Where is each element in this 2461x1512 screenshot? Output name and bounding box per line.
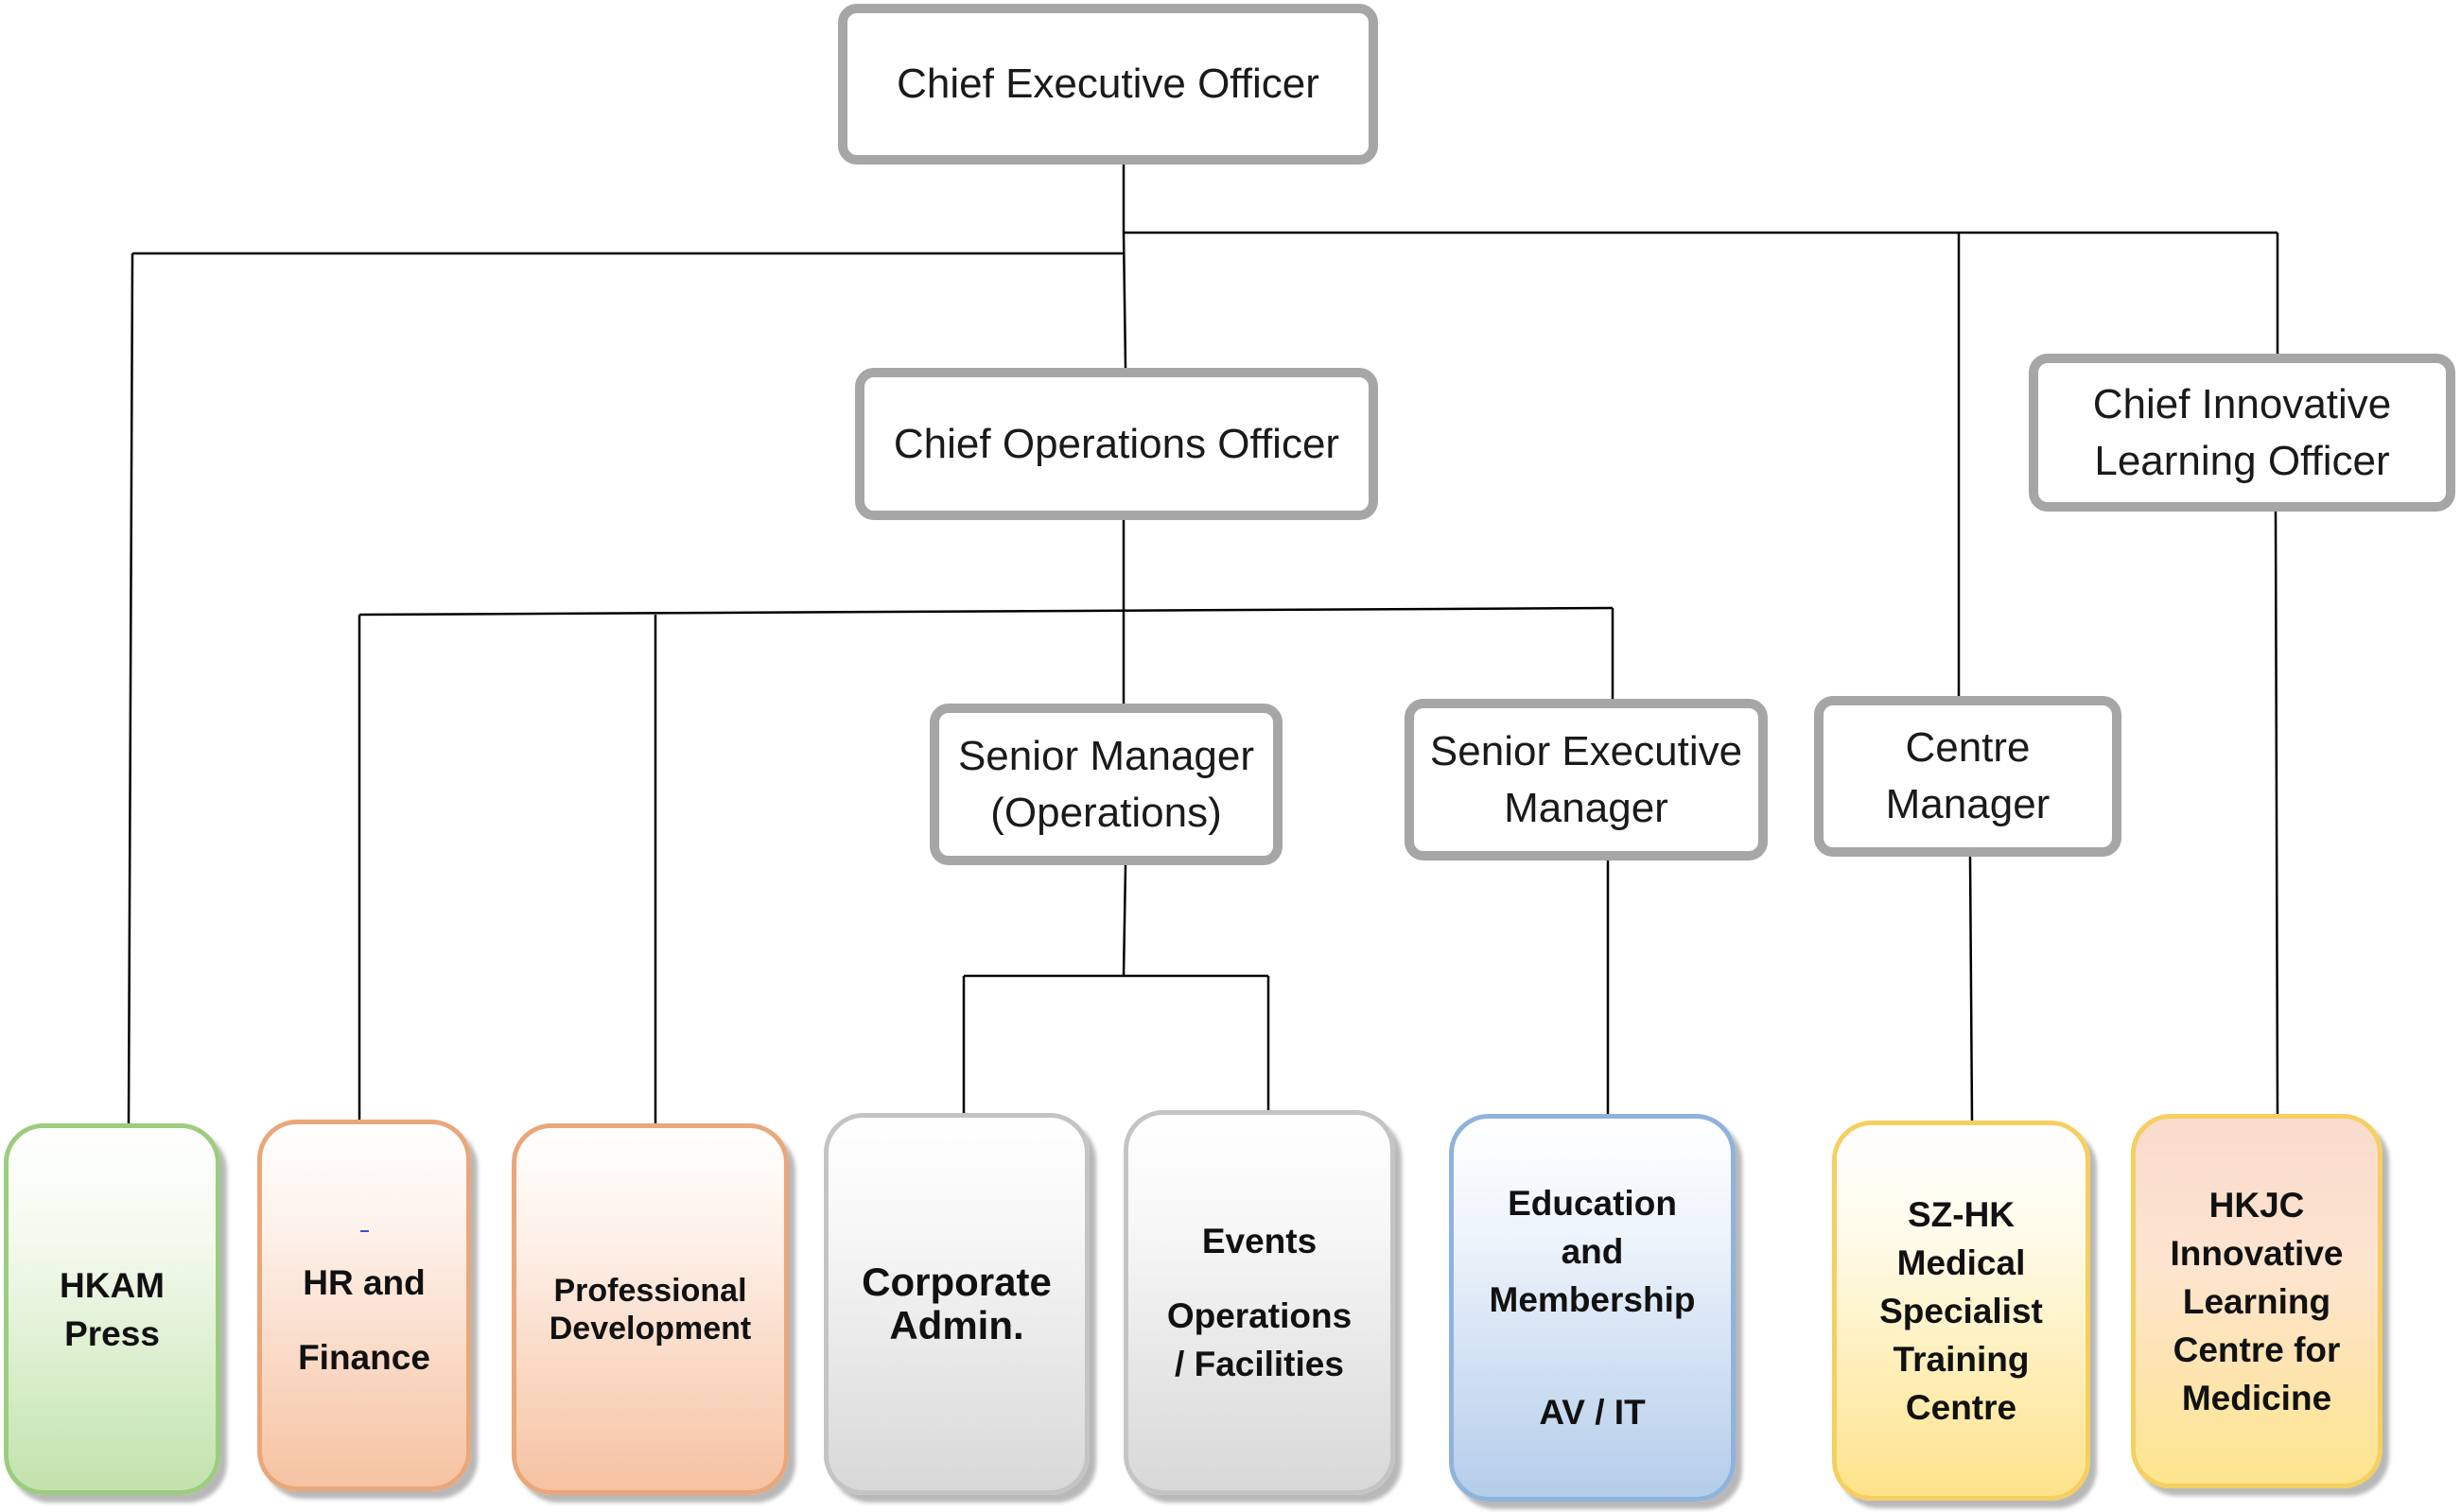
sm-ops-line-2: (Operations) — [990, 789, 1222, 836]
connector-centre-down — [1968, 856, 1974, 1121]
connector-hkam-drop — [127, 252, 134, 1124]
hkam-press-line-1: HKAM — [60, 1265, 165, 1305]
senior-manager-operations-box: Senior Manager (Operations) — [930, 704, 1283, 865]
centre-mgr-line-2: Manager — [1885, 781, 2051, 827]
szhk-line-5: Centre — [1905, 1387, 2017, 1427]
hr-finance-line-2: Finance — [298, 1337, 430, 1377]
education-line-2: and — [1561, 1232, 1624, 1271]
education-line-3: Membership — [1489, 1280, 1696, 1319]
unit-hkam-press: HKAM Press — [4, 1123, 220, 1495]
unit-professional-development: Professional Development — [512, 1123, 789, 1495]
connector-smops-down — [1122, 864, 1127, 977]
hkam-press-line-2: Press — [64, 1313, 160, 1353]
ceo-line-1: Chief Executive Officer — [897, 61, 1319, 107]
centre-manager-box: Centre Manager — [1814, 696, 2121, 857]
hkjc-line-5: Medicine — [2181, 1378, 2332, 1417]
hr-finance-line-1: HR and — [303, 1262, 426, 1302]
connector-trunk-to-coo — [1122, 232, 1127, 369]
coo-box: Chief Operations Officer — [855, 368, 1378, 520]
cilo-line-1: Chief Innovative — [2092, 380, 2392, 427]
coo-line-1: Chief Operations Officer — [893, 420, 1340, 467]
connector-cilo-down — [2274, 511, 2279, 1115]
ceo-box: Chief Executive Officer — [838, 4, 1378, 165]
unit-hr-finance: HR and Finance — [257, 1120, 471, 1491]
connector-coo-branch — [358, 606, 1614, 617]
events-line-3: / Facilities — [1175, 1345, 1344, 1383]
prof-dev-line-2: Development — [549, 1310, 752, 1347]
prof-dev-line-1: Professional — [553, 1272, 747, 1309]
education-line-1: Education — [1508, 1184, 1677, 1223]
hr-dash-mark — [359, 1229, 369, 1232]
centre-mgr-line-1: Centre — [1905, 724, 2031, 771]
szhk-line-2: Medical — [1896, 1243, 2026, 1282]
events-line-1: Events — [1201, 1222, 1318, 1260]
senior-executive-manager-box: Senior Executive Manager — [1405, 699, 1768, 860]
szhk-line-1: SZ-HK — [1907, 1194, 2016, 1234]
szhk-line-3: Specialist — [1879, 1291, 2043, 1330]
unit-hkjc-learning-centre: HKJC Innovative Learning Centre for Medi… — [2131, 1114, 2382, 1488]
hkjc-line-4: Centre for — [2173, 1330, 2341, 1369]
education-line-4: AV / IT — [1539, 1393, 1646, 1432]
unit-events-operations: Events Operations / Facilities — [1124, 1110, 1395, 1495]
szhk-line-4: Training — [1893, 1339, 2030, 1379]
hkjc-line-3: Learning — [2182, 1281, 2331, 1321]
events-line-2: Operations — [1166, 1296, 1353, 1335]
cilo-box: Chief Innovative Learning Officer — [2029, 354, 2455, 512]
hkjc-line-1: HKJC — [2208, 1185, 2305, 1225]
sem-line-2: Manager — [1504, 784, 1668, 831]
cilo-line-2: Learning Officer — [2094, 437, 2390, 484]
sm-ops-line-1: Senior Manager — [957, 732, 1255, 779]
unit-szhk-training-centre: SZ-HK Medical Specialist Training Centre — [1832, 1121, 2090, 1501]
sem-line-1: Senior Executive — [1429, 727, 1743, 774]
corp-admin-line-2: Admin. — [889, 1303, 1024, 1347]
hkjc-line-2: Innovative — [2170, 1233, 2344, 1273]
unit-corporate-admin: Corporate Admin. — [824, 1113, 1090, 1495]
corp-admin-line-1: Corporate — [862, 1260, 1052, 1304]
unit-education-membership: Education and Membership AV / IT — [1449, 1114, 1736, 1502]
